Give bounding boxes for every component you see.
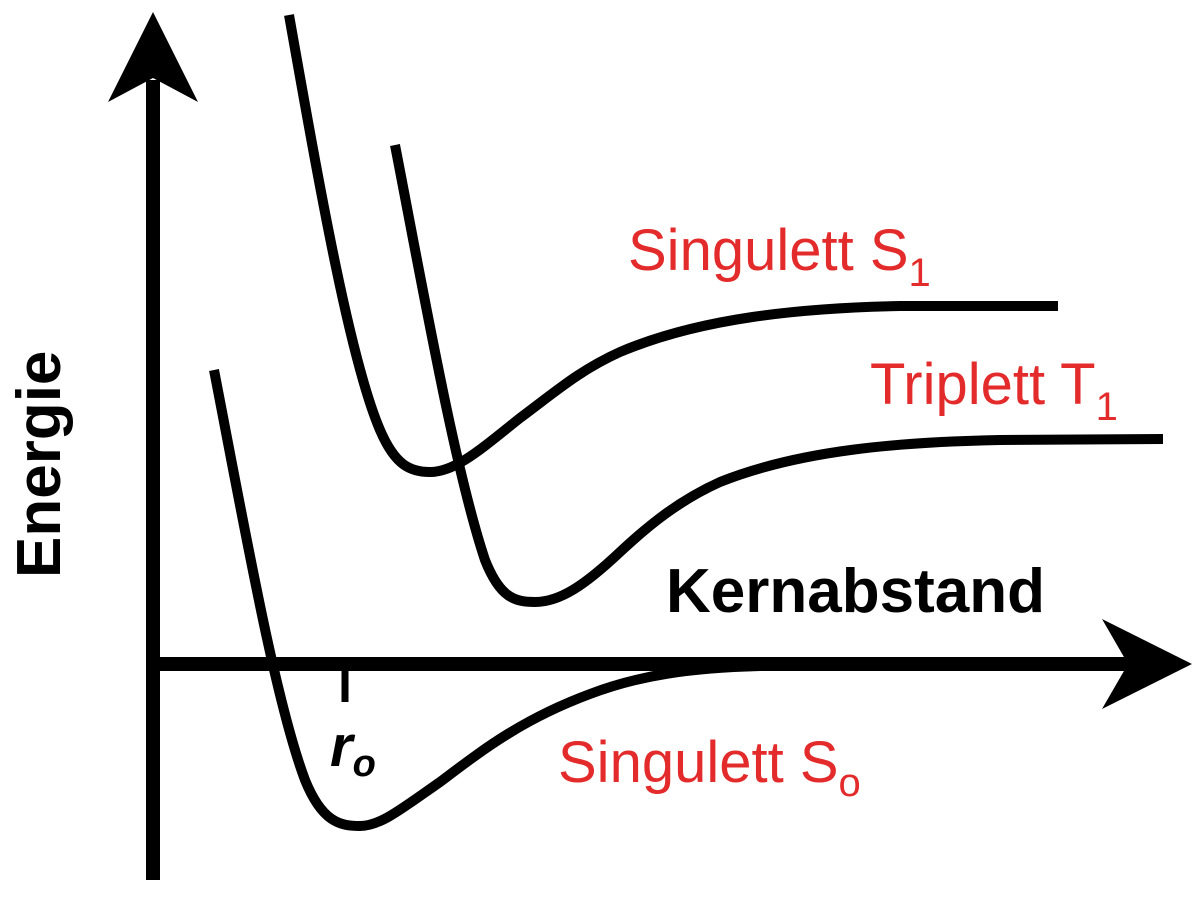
y-axis-label: Energie bbox=[5, 351, 74, 578]
y-axis-arrowhead bbox=[108, 12, 198, 102]
label-singulett-s0: Singulett So bbox=[558, 730, 861, 805]
label-singulett-s1: Singulett S1 bbox=[628, 218, 931, 295]
x-axis-label: Kernabstand bbox=[666, 557, 1045, 626]
curve-triplett-t1 bbox=[390, 144, 1164, 607]
x-axis-arrowhead bbox=[1102, 619, 1192, 709]
label-triplett-t1: Triplett T1 bbox=[870, 352, 1118, 429]
r0-label: ro bbox=[330, 714, 376, 785]
curve-singulett-s0 bbox=[209, 369, 901, 831]
curve-singulett-s1 bbox=[284, 14, 1058, 477]
